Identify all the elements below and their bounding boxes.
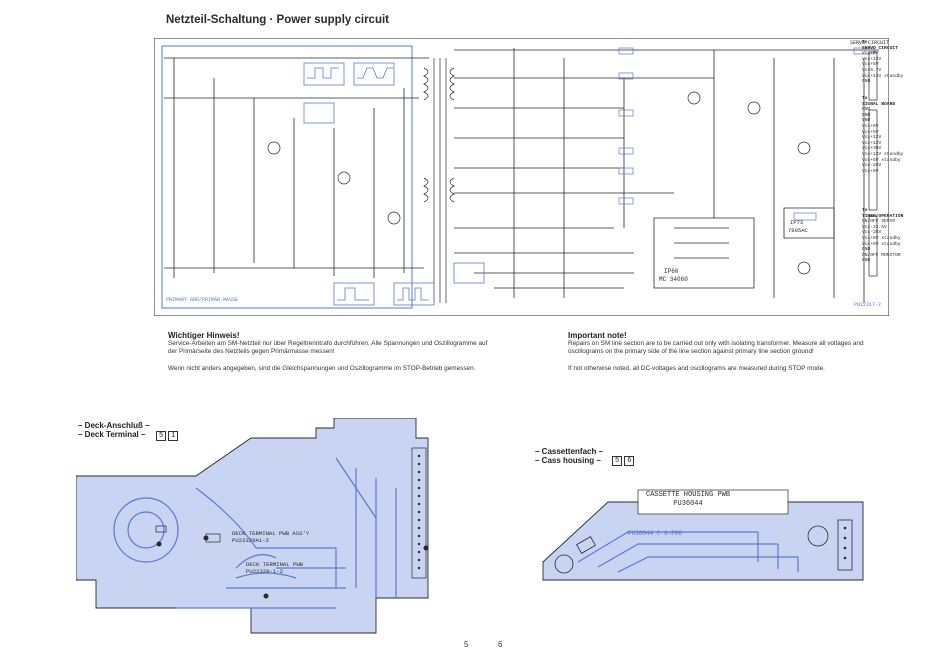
note-german-heading: Wichtiger Hinweis! xyxy=(168,331,240,340)
note-english-heading: Important note! xyxy=(568,331,627,340)
deck-pwb-assy-label: DECK TERMINAL PWB ASS'Y PU22329A1-2 xyxy=(232,530,310,544)
power-supply-schematic: IP60 MC 34060 IP73 7805AC PRIMARY GND/PR… xyxy=(154,38,889,316)
svg-text:MC 34060: MC 34060 xyxy=(659,276,688,283)
note-english-body: Repairs on SM line section are to be car… xyxy=(568,340,864,355)
cassette-section-title: – Cassettenfach – – Cass housing – xyxy=(535,447,604,465)
note-german-body: Service-Arbeiten am SM-Netzteil nur über… xyxy=(168,340,488,355)
svg-text:PU22317-2: PU22317-2 xyxy=(854,302,881,308)
servo-output-labels: To SERVO CIRCUIT Vcc+8V Vcc+12V Vcc+5V V… xyxy=(862,40,904,85)
cassette-pwb-label: CASSETTE HOUSING PWB PU36044 xyxy=(646,491,731,508)
deck-pwb-label: DECK TERMINAL PWB PU22329-1-2 xyxy=(246,561,304,575)
signal-output-labels: To SIGNAL BOARD GND GND GND Vcc+5V Vcc+5… xyxy=(862,96,904,174)
primary-gnd-label: PRIMARY GND/PRIMÄR-MASSE xyxy=(166,296,238,303)
deck-terminal-pwb xyxy=(76,418,429,634)
svg-text:SERVO CIRCUIT: SERVO CIRCUIT xyxy=(850,40,889,46)
note-german-body2: Wenn nicht anders angegeben, sind die Gl… xyxy=(168,365,476,372)
timer-output-labels: To TIMER/OPERATION ON/OFF SERVO Vcc-22.5… xyxy=(862,208,904,264)
page-title: Netzteil-Schaltung · Power supply circui… xyxy=(166,14,390,26)
svg-text:IP60: IP60 xyxy=(664,268,679,275)
note-english-body2: If not otherwise noted, all DC-voltages … xyxy=(568,365,825,372)
deck-section-title: – Deck-Anschluß – – Deck Terminal – xyxy=(78,421,150,439)
page-number-right: 6 xyxy=(498,640,503,649)
svg-text:7805AC: 7805AC xyxy=(788,227,809,234)
page-number-left: 5 xyxy=(464,640,469,649)
cassette-pwb-code: PU36044 C-6-P96 xyxy=(628,530,683,537)
cassette-housing-pwb xyxy=(542,489,864,581)
svg-text:IP73: IP73 xyxy=(790,219,803,226)
note-english: Important note! Repairs on SM line secti… xyxy=(568,331,898,373)
note-german: Wichtiger Hinweis! Service-Arbeiten am S… xyxy=(168,331,498,373)
